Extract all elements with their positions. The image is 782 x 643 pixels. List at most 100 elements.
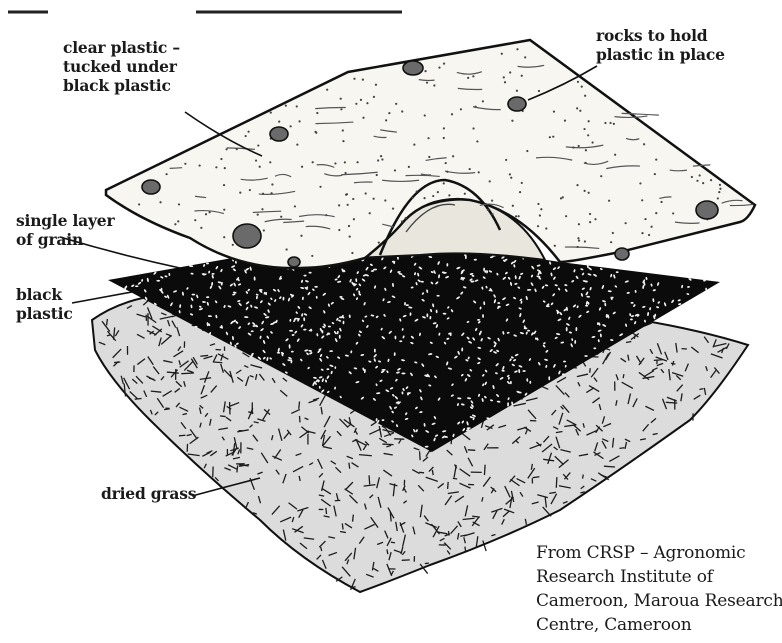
label-line: single layer [16,211,114,230]
sheet-speck [639,182,641,184]
sheet-speck [588,192,590,194]
sheet-speck [278,121,280,123]
sheet-speck [220,158,222,160]
sheet-speck [516,48,518,50]
sheet-speck [604,122,606,124]
sheet-speck [501,53,503,55]
sheet-speck [576,184,578,186]
label-line: rocks to hold [596,26,725,45]
sheet-speck [432,195,434,197]
sheet-speck [296,105,298,107]
sheet-speck [290,125,292,127]
credit-line: Centre, Cameroon [536,613,782,637]
rock [142,180,160,194]
sheet-speck [412,197,414,199]
sheet-speck [482,100,484,102]
sheet-speck [438,66,440,68]
sheet-speck [224,167,226,169]
sheet-speck [349,236,351,238]
sheet-speck [554,245,556,247]
sheet-speck [263,229,265,231]
credit-line: Research Institute of [536,565,782,589]
grass-stroke [181,373,194,374]
grass-stroke [623,374,624,378]
sheet-speck [177,220,179,222]
sheet-speck [641,199,643,201]
sheet-speck [245,135,247,137]
sheet-speck [298,120,300,122]
sheet-speck [340,108,342,110]
sheet-speck [504,81,506,83]
sheet-speck [319,186,321,188]
credit-line: Cameroon, Maroua Research [536,589,782,613]
sheet-speck [655,212,657,214]
grass-stroke [299,401,300,408]
sheet-speck [314,131,316,133]
sheet-speck [270,111,272,113]
sheet-speck [223,209,225,211]
sheet-speck [296,143,298,145]
label-line: of grain [16,230,114,249]
sheet-speck [572,146,574,148]
sheet-speck [565,215,567,217]
sheet-speck [347,204,349,206]
sheet-speck [427,137,429,139]
sheet-speck [340,98,342,100]
sheet-speck [199,164,201,166]
sheet-speck [401,220,403,222]
sheet-speck [311,255,313,257]
sheet-speck [718,191,720,193]
sheet-speck [702,182,704,184]
grass-stroke [200,355,208,356]
sheet-speck [443,63,445,65]
sheet-speck [524,56,526,58]
sheet-speck [352,198,354,200]
sheet-speck [159,201,161,203]
grass-stroke [666,402,677,403]
grass-stroke [114,362,120,363]
grass-stroke [369,475,370,484]
label-grain: single layer of grain [16,211,114,249]
sheet-speck [194,219,196,221]
sheet-speck [588,120,590,122]
sheet-speck [553,110,555,112]
sheet-speck [259,166,261,168]
sheet-speck [521,75,523,77]
sheet-speck [584,240,586,242]
sheet-speck [491,213,493,215]
grain [631,302,634,304]
sheet-speck [577,81,579,83]
sheet-speck [519,191,521,193]
sheet-speck [526,150,528,152]
sheet-speck [223,184,225,186]
sheet-speck [344,161,346,163]
sheet-speck [316,112,318,114]
sheet-speck [625,222,627,224]
sheet-speck [717,197,719,199]
grass-stroke [349,463,350,469]
rock [615,248,629,260]
sheet-speck [648,234,650,236]
sheet-speck [474,106,476,108]
sheet-speck [369,212,371,214]
credit-line: From CRSP – Agronomic [536,541,782,565]
sheet-speck [614,154,616,156]
sheet-speck [672,212,674,214]
sheet-speck [537,225,539,227]
sheet-speck [424,114,426,116]
sheet-speck [344,172,346,174]
rock [696,201,718,219]
label-clear-plastic: clear plastic – tucked under black plast… [63,38,180,95]
sheet-speck [549,136,551,138]
sheet-speck [650,226,652,228]
sheet-speck [424,70,426,72]
rock [508,97,526,111]
sheet-speck [472,127,474,129]
label-line: tucked under [63,57,180,76]
sheet-speck [426,82,428,84]
grass-stroke [353,515,354,522]
label-line: black [16,285,73,304]
sheet-speck [654,173,656,175]
sheet-speck [448,194,450,196]
rock [288,257,300,267]
